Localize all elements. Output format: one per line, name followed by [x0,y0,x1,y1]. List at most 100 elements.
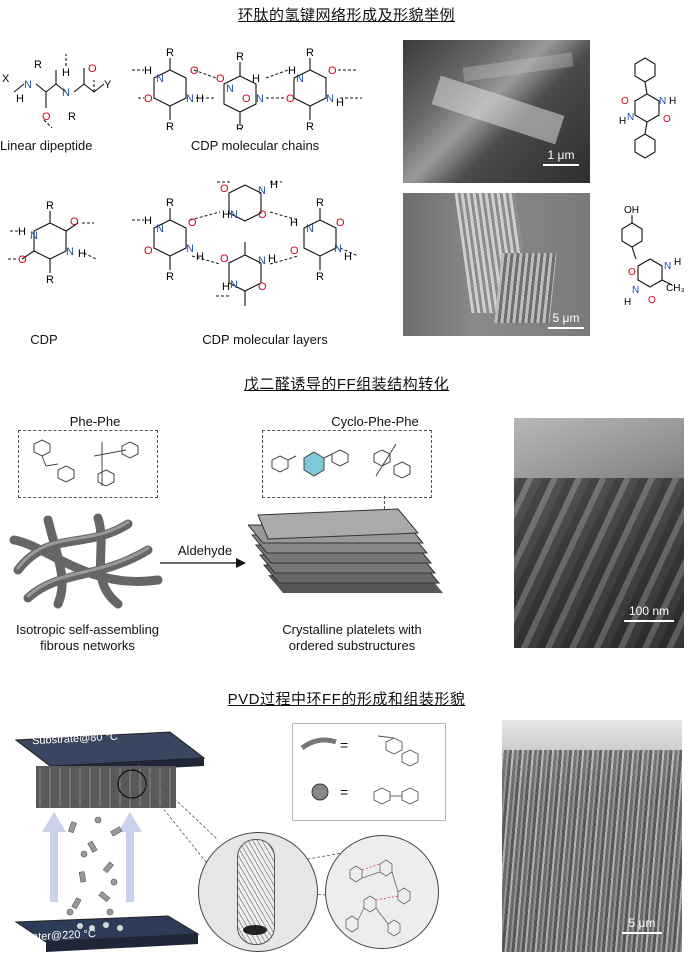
cdp-layers-label: CDP molecular layers [202,332,328,347]
linear-dipeptide-structure: X N H R O N H R O Y [2,54,112,129]
atom-o: O [286,93,295,105]
atom-o: O [336,217,345,229]
atom-h: H [288,65,296,77]
atom-n: N [258,255,266,267]
phe-phe-molecule-icons [33,439,139,487]
atom-n: N [66,246,74,258]
atom-x: X [2,73,10,85]
atom-o: O [258,209,267,221]
atom-o: O [190,65,199,77]
atom-o: O [220,253,229,265]
atom-r: R [34,59,42,71]
atom-h: H [196,93,204,105]
atom-oh: OH [624,205,639,216]
linear-dipeptide-label: Linear dipeptide [0,138,93,153]
sem-image-nanowires: 5 μm [502,720,682,952]
atom-ch3: CH₃ [666,283,685,294]
atom-r: R [236,51,244,63]
atom-n: N [632,285,639,296]
atom-n: N [230,279,238,291]
atom-h: H [16,93,24,105]
atom-y: Y [104,79,112,91]
atom-n: N [226,83,234,95]
cyclo-phe-phe-molecule: O N H N H O [619,57,676,159]
atom-n: N [230,209,238,221]
atom-r: R [46,200,54,212]
atom-o: O [621,96,629,107]
crystalline-platelets-caption: Crystalline platelets with ordered subst… [282,622,422,653]
atom-h: H [674,257,681,268]
atom-o: O [628,267,636,278]
atom-n: N [334,243,342,255]
atom-o: O [328,65,337,77]
atom-n: N [659,96,666,107]
atom-n: N [62,87,70,99]
legend-symbols [300,735,419,805]
atom-h: H [144,65,152,77]
molecular-packing-circle [325,835,439,949]
sem-image-crystal: 5 μm [403,193,590,336]
atom-o: O [188,217,197,229]
cyclo-phe-phe-box [262,430,432,498]
aldehyde-label: Aldehyde [177,543,233,558]
atom-n: N [186,93,194,105]
scale-bar-1um: 1 μm [543,148,579,166]
atom-o: O [216,73,225,85]
atom-n: N [326,93,334,105]
atom-h: H [222,209,230,221]
atom-r: R [166,121,174,130]
atom-r: R [306,47,314,59]
atom-h: H [78,248,86,260]
atom-o: O [648,295,656,306]
tem-image-platelets: 100 nm [514,418,684,648]
atom-n: N [30,230,38,242]
atom-n: N [256,93,264,105]
atom-h: H [336,97,344,109]
atom-o: O [42,111,51,123]
atom-n: N [156,223,164,235]
atom-h: H [344,251,352,263]
atom-h: H [624,297,631,308]
atom-r: R [46,274,54,285]
cdp-label: CDP [30,332,58,347]
atom-h: H [62,67,70,79]
atom-o: O [88,63,97,75]
cyclo-phe-phe-molecule-icons [271,443,411,479]
atom-h: H [144,215,152,227]
atom-h: H [290,217,298,229]
cyclo-phe-phe-label: Cyclo-Phe-Phe [331,414,419,429]
atom-n: N [627,112,634,123]
atom-h: H [619,116,626,127]
atom-h: H [270,179,278,191]
atom-h: H [669,96,676,107]
atom-o: O [144,93,153,105]
atom-h: H [196,251,204,263]
atom-h: H [18,226,26,238]
atom-o: O [242,93,251,105]
atom-n: N [306,223,314,235]
atom-r: R [306,121,314,130]
atom-n: N [186,243,194,255]
fibrous-networks-caption: Isotropic self-assembling fibrous networ… [15,622,160,653]
atom-o: O [220,183,229,195]
aldehyde-arrow [160,558,246,568]
scale-bar-5um-nanowires: 5 μm [622,916,662,934]
nanotube-zoom-circle [198,832,318,952]
scale-bar-5um: 5 μm [548,311,584,329]
cdp-layers-structure: O N H H N O H N O O N H R R H N O O N H … [132,179,359,306]
atom-o: O [258,281,267,293]
crystalline-platelets-illustration [248,508,443,593]
atom-h: H [252,73,260,85]
sem-image-platelets: 1 μm [403,40,590,183]
section3-title: PVD过程中环FF的形成和组装形貌 [227,691,466,708]
phe-phe-box [18,430,158,498]
atom-o: O [18,254,27,266]
legend-equals-2: = [340,784,349,800]
cdp-chains-label: CDP molecular chains [190,138,320,153]
atom-o: O [290,245,299,257]
atom-n: N [296,73,304,85]
fibrous-networks-illustration [9,513,163,609]
cdp-structure: H N O O N H R R [8,200,97,285]
atom-o: O [663,114,671,125]
scale-bar-100nm: 100 nm [624,604,674,622]
